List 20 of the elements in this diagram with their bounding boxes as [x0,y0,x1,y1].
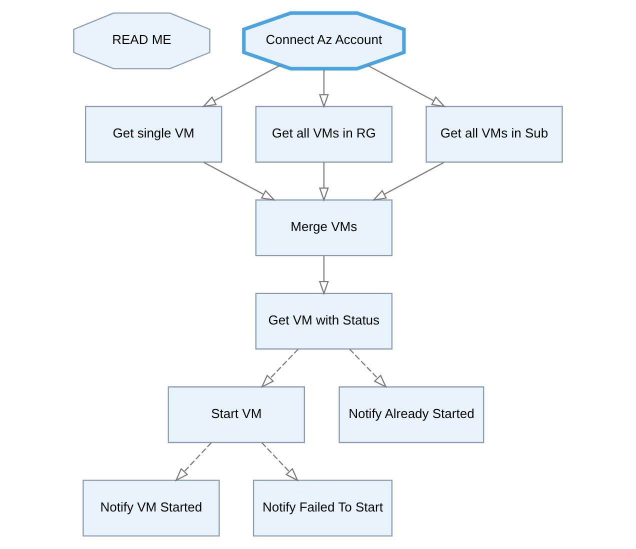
arrow [174,442,212,482]
arrow [318,68,329,108]
arrow [202,64,281,108]
arrow [318,162,329,202]
arrow [372,162,444,201]
node-box: Get all VMs in RG [255,106,393,163]
node-box: Get single VM [84,106,222,163]
node-box: Notify Failed To Start [252,480,393,537]
node-box: Notify Already Started [338,386,484,444]
node-box: Merge VMs [255,199,393,256]
node-box: Get VM with Status [255,292,393,350]
arrow [261,442,299,482]
node-box: Get all VMs in Sub [426,106,563,163]
arrow [260,348,299,388]
arrow [367,64,446,108]
arrow [318,256,329,296]
node-box: Start VM [168,386,305,444]
arrow [203,162,276,201]
node-box: Notify VM Started [82,480,220,537]
arrow [349,348,388,388]
